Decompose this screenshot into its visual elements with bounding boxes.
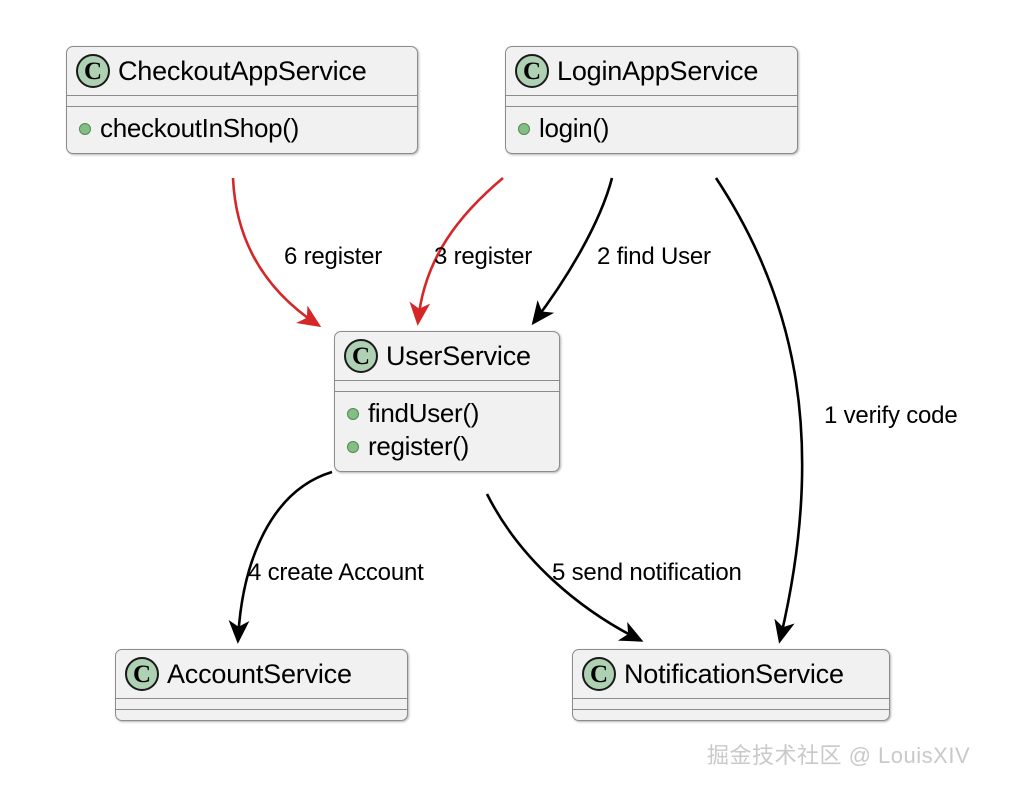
class-method-row[interactable]: checkoutInShop(): [79, 112, 407, 145]
class-divider: [573, 698, 889, 699]
class-attributes-section: [506, 96, 797, 106]
class-box-notification-service[interactable]: C NotificationService: [572, 649, 890, 721]
edge-path-5-send-notification: [485, 493, 644, 642]
edge-path-6-register: [231, 177, 322, 328]
class-header: C UserService: [335, 332, 559, 380]
class-box-checkout-app-service[interactable]: C CheckoutAppService checkoutInShop(): [66, 46, 418, 154]
method-visibility-icon: [347, 407, 359, 420]
class-stereotype-icon: C: [76, 54, 110, 88]
class-method-row[interactable]: login(): [518, 112, 787, 145]
edge-path-3-register: [409, 177, 504, 326]
class-divider: [67, 106, 417, 107]
class-name: LoginAppService: [557, 55, 759, 86]
method-visibility-icon: [79, 122, 91, 135]
class-stereotype-icon: C: [344, 339, 378, 373]
class-name: NotificationService: [624, 658, 844, 689]
edge-path-4-create-account: [228, 470, 333, 644]
class-name: UserService: [386, 340, 531, 371]
class-header: C AccountService: [116, 650, 407, 698]
class-method-row[interactable]: register(): [347, 430, 549, 463]
class-method-row[interactable]: findUser(): [347, 397, 549, 430]
edge-path-2-find-user: [531, 177, 614, 326]
method-visibility-icon: [518, 122, 530, 135]
class-name: AccountService: [167, 658, 352, 689]
watermark: 掘金技术社区 @ LouisXIV: [707, 743, 971, 768]
method-label: checkoutInShop(): [100, 113, 299, 143]
method-label: register(): [368, 431, 470, 461]
class-box-user-service[interactable]: C UserService findUser() register(): [334, 331, 560, 472]
class-divider: [335, 380, 559, 381]
class-stereotype-icon: C: [582, 657, 616, 691]
class-stereotype-icon: C: [125, 657, 159, 691]
edge-path-1-verify-code: [714, 177, 804, 644]
class-divider: [335, 391, 559, 392]
class-box-account-service[interactable]: C AccountService: [115, 649, 408, 721]
edge-label-4-create-account: 4 create Account: [248, 559, 424, 586]
edge-label-3-register: 3 register: [434, 243, 533, 270]
edge-label-2-find-user: 2 find User: [597, 243, 711, 270]
method-label: findUser(): [368, 398, 480, 428]
class-divider: [573, 709, 889, 710]
class-methods-section: checkoutInShop(): [67, 107, 417, 153]
edge-label-1-verify-code: 1 verify code: [824, 402, 958, 429]
class-attributes-section: [67, 96, 417, 106]
class-header: C CheckoutAppService: [67, 47, 417, 95]
class-name: CheckoutAppService: [118, 55, 367, 86]
class-divider: [67, 95, 417, 96]
class-attributes-section: [573, 699, 889, 709]
method-visibility-icon: [347, 440, 359, 453]
edge-label-5-send-notification: 5 send notification: [552, 559, 742, 586]
edge-label-6-register: 6 register: [284, 243, 383, 270]
class-box-login-app-service[interactable]: C LoginAppService login(): [505, 46, 798, 154]
class-methods-section: login(): [506, 107, 797, 153]
class-stereotype-icon: C: [515, 54, 549, 88]
class-attributes-section: [335, 381, 559, 391]
class-attributes-section: [116, 699, 407, 709]
method-label: login(): [539, 113, 610, 143]
class-divider: [116, 698, 407, 699]
class-divider: [506, 95, 797, 96]
class-header: C LoginAppService: [506, 47, 797, 95]
class-methods-section: findUser() register(): [335, 392, 559, 471]
class-header: C NotificationService: [573, 650, 889, 698]
class-divider: [116, 709, 407, 710]
class-divider: [506, 106, 797, 107]
class-methods-section: [116, 710, 407, 720]
class-methods-section: [573, 710, 889, 720]
